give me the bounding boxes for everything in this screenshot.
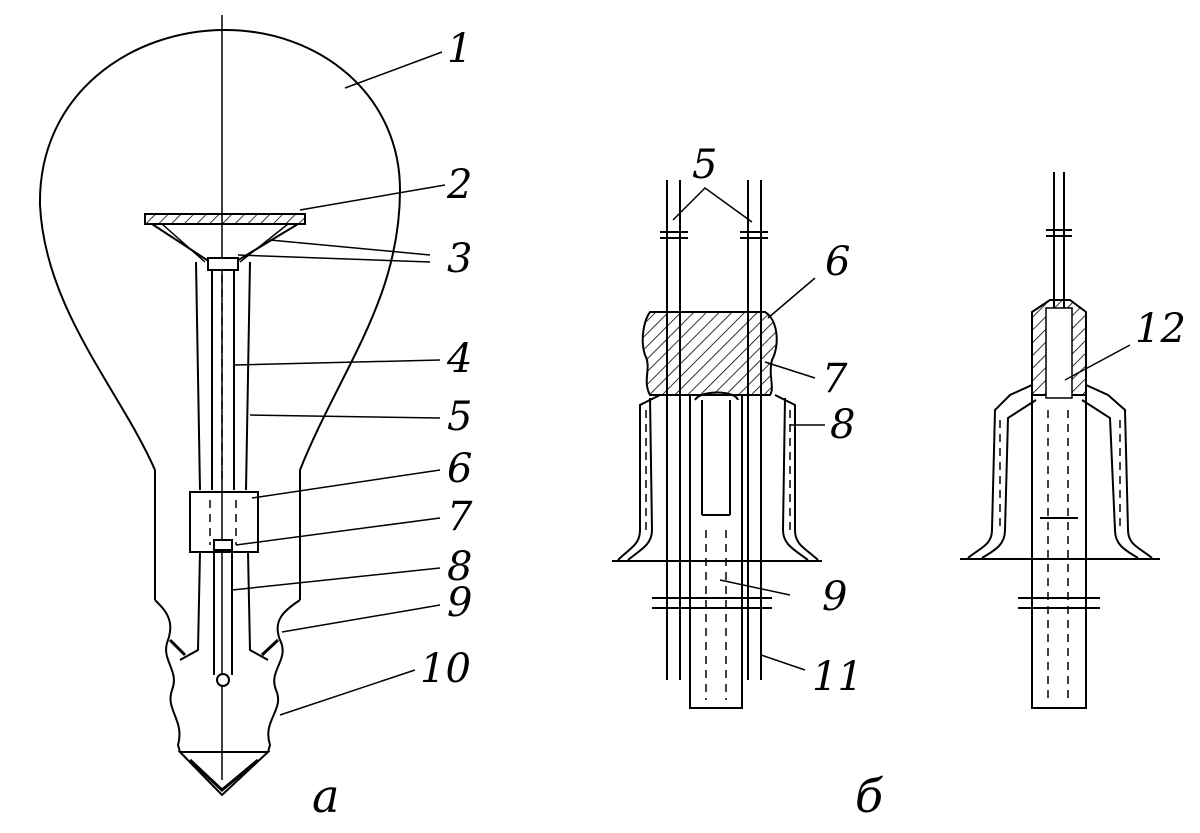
stem-rod — [211, 270, 235, 490]
stem-tube — [195, 261, 251, 491]
label-1: 1 — [447, 26, 472, 72]
panel-label-a: а — [312, 769, 339, 823]
base-contact — [177, 751, 271, 797]
label-2: 2 — [446, 162, 472, 208]
stem-pinch — [189, 491, 259, 553]
lamp-drawing — [38, 15, 446, 797]
lead-seal — [213, 539, 233, 551]
label-b-11: 11 — [812, 654, 863, 700]
label-7: 7 — [447, 494, 473, 540]
flare — [617, 394, 819, 561]
label-b-5: 5 — [692, 142, 717, 188]
label-b-8: 8 — [830, 402, 855, 448]
label-5: 5 — [447, 394, 472, 440]
label-4: 4 — [446, 336, 472, 382]
lead-wires — [179, 551, 269, 675]
label-b-9: 9 — [822, 574, 847, 620]
label-8: 8 — [447, 544, 472, 590]
stem-section-2 — [960, 172, 1160, 709]
pinch-block — [641, 311, 778, 396]
part-labels-b: 5 6 7 8 9 11 12 — [692, 142, 1186, 700]
label-9: 9 — [447, 580, 472, 626]
panel-label-b: б — [855, 769, 884, 823]
exhaust-tube — [689, 395, 743, 709]
flare-2 — [967, 384, 1153, 559]
stem-section-1 — [612, 180, 825, 709]
glass-bulb — [38, 28, 402, 600]
label-b-6: 6 — [825, 239, 850, 285]
filament-holder — [144, 213, 306, 225]
label-6: 6 — [447, 446, 472, 492]
label-10: 10 — [420, 646, 471, 692]
label-b-7: 7 — [822, 356, 848, 402]
label-3: 3 — [447, 236, 472, 282]
label-b-12: 12 — [1135, 306, 1186, 352]
part-labels-a: 1 2 3 4 5 6 7 8 9 10 — [420, 26, 473, 692]
stem-button — [207, 257, 239, 271]
